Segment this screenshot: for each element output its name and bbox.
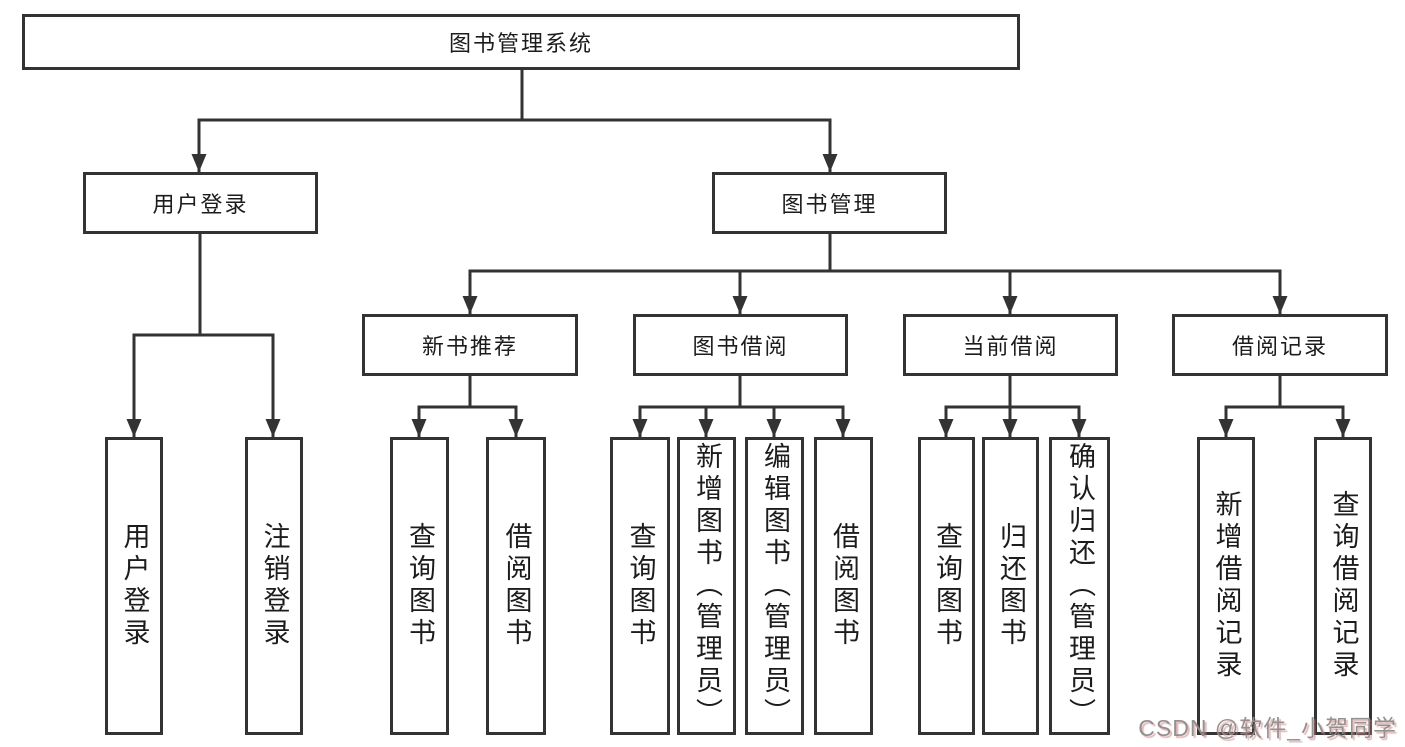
node-label: 图书管理	[781, 192, 878, 217]
node-book-management: 图书管理	[712, 172, 947, 234]
leaf-label: 查询借阅记录	[1328, 490, 1359, 682]
connector-borrow-records-children	[1218, 376, 1351, 437]
leaf-logout: 注销登录	[245, 437, 303, 735]
leaf-label: 注销登录	[259, 522, 290, 650]
leaf-add-book-admin: 新增图书（管理员）	[677, 437, 736, 735]
leaf-borrow-books: 借阅图书	[814, 437, 873, 735]
leaf-label: 新增借阅记录	[1211, 490, 1242, 682]
leaf-edit-book-admin: 编辑图书（管理员）	[745, 437, 804, 735]
leaf-user-login: 用户登录	[105, 437, 163, 735]
connector-new-book-children	[411, 376, 524, 437]
leaf-label: 查询图书	[932, 522, 962, 650]
leaf-label: 借阅图书	[829, 522, 859, 650]
leaf-query-books-borrow: 查询图书	[610, 437, 670, 735]
node-current-borrowing: 当前借阅	[903, 314, 1118, 376]
leaf-label: 归还图书	[996, 522, 1026, 650]
leaf-label: 用户登录	[119, 522, 150, 650]
connector-root-to-level2	[191, 69, 838, 172]
connector-book-management-children	[462, 234, 1288, 314]
csdn-watermark: CSDN @软件_小贺同学	[1138, 715, 1397, 741]
leaf-label: 借阅图书	[501, 522, 532, 650]
leaf-borrow-books-recommend: 借阅图书	[486, 437, 546, 735]
connector-user-login-children	[126, 234, 281, 437]
node-borrowing-records: 借阅记录	[1172, 314, 1388, 376]
leaf-add-borrow-record: 新增借阅记录	[1197, 437, 1255, 735]
leaf-label: 编辑图书（管理员）	[760, 442, 790, 730]
leaf-return-book: 归还图书	[982, 437, 1039, 735]
leaf-label: 查询图书	[625, 522, 656, 650]
leaf-query-books-current: 查询图书	[918, 437, 975, 735]
leaf-query-borrow-record: 查询借阅记录	[1314, 437, 1372, 735]
node-label: 新书推荐	[421, 334, 518, 359]
node-user-login: 用户登录	[83, 172, 318, 234]
node-book-borrowing: 图书借阅	[633, 314, 848, 376]
node-label: 图书管理系统	[448, 31, 593, 56]
node-new-book-recommendation: 新书推荐	[362, 314, 578, 376]
connector-book-borrow-children	[632, 376, 851, 437]
leaf-label: 查询图书	[405, 522, 435, 650]
leaf-label: 确认归还（管理员）	[1065, 442, 1095, 730]
connector-current-borrow-children	[938, 376, 1087, 437]
node-label: 当前借阅	[962, 334, 1059, 359]
leaf-label: 新增图书（管理员）	[692, 442, 722, 730]
node-library-management-system: 图书管理系统	[22, 14, 1020, 70]
node-label: 图书借阅	[692, 334, 789, 359]
node-label: 借阅记录	[1231, 334, 1328, 359]
node-label: 用户登录	[152, 192, 249, 217]
leaf-confirm-return-admin: 确认归还（管理员）	[1049, 437, 1110, 735]
leaf-query-books-recommend: 查询图书	[390, 437, 449, 735]
